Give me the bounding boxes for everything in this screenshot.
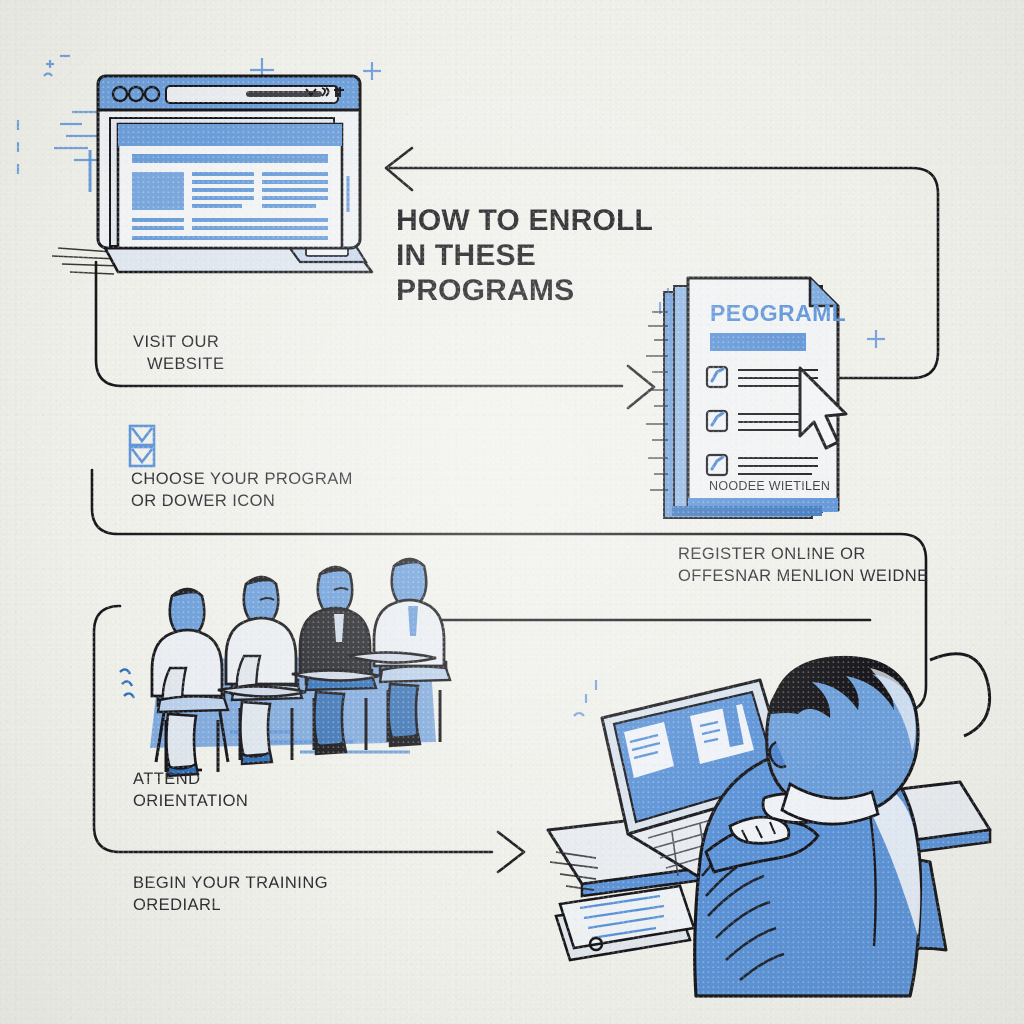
arrowhead-right-doc <box>626 364 656 410</box>
step-label-attend-orientation: ATTEND ORIENTATION <box>133 768 248 813</box>
attend-line-1: ATTEND <box>133 770 201 788</box>
title-line-1: HOW TO ENROLL <box>396 204 654 237</box>
illustration-person-laptop <box>546 652 992 998</box>
title-line-2: IN THESE <box>396 239 536 273</box>
mouse-pointer-icon <box>798 366 848 450</box>
visit-line-2: WEBSITE <box>147 355 225 374</box>
begin-line-2: OREDIARL <box>133 896 221 915</box>
illustration-attendees <box>119 557 452 778</box>
title-line-3: PROGRAMS <box>396 274 575 308</box>
attend-line-2: ORIENTATION <box>133 792 249 811</box>
illustration-browser-laptop <box>51 74 374 275</box>
visit-line-1: VISIT OUR <box>133 333 220 351</box>
page-title: HOW TO ENROLL IN THESE PROGRAMS <box>396 203 696 308</box>
illustration-document-form <box>646 276 848 519</box>
step-label-visit-website: VISIT OUR WEBSITE <box>133 331 224 376</box>
step-label-register-online: REGISTER ONLINE OR OFFESNAR MENLION WEID… <box>678 543 929 588</box>
browser-traffic-dots <box>111 85 161 103</box>
choose-line-1: CHOOSE YOUR PROGRAM <box>131 470 353 488</box>
decor-marks-topleft <box>16 54 381 174</box>
double-checkbox-icon <box>128 424 156 468</box>
notepad-stack <box>554 884 696 962</box>
step-label-begin-training: BEGIN YOUR TRAINING OREDIARL <box>133 872 328 917</box>
document-checkbox-rows <box>705 365 818 477</box>
choose-line-2: OR DOWER ICON <box>131 492 276 511</box>
arrowhead-right-worker <box>496 830 526 874</box>
document-footer-text: NOODEE WIETILEN <box>709 479 831 493</box>
browser-toolbar-glyphs <box>305 87 344 97</box>
step-label-choose-program: CHOOSE YOUR PROGRAM OR DOWER ICON <box>131 468 353 513</box>
begin-line-1: BEGIN YOUR TRAINING <box>133 874 328 892</box>
document-heading: PEOGRAML <box>710 300 847 326</box>
register-line-2: OFFESNAR MENLION WEIDNE <box>678 567 929 586</box>
register-line-1: REGISTER ONLINE OR <box>678 545 866 563</box>
arrowhead-left <box>384 146 414 192</box>
